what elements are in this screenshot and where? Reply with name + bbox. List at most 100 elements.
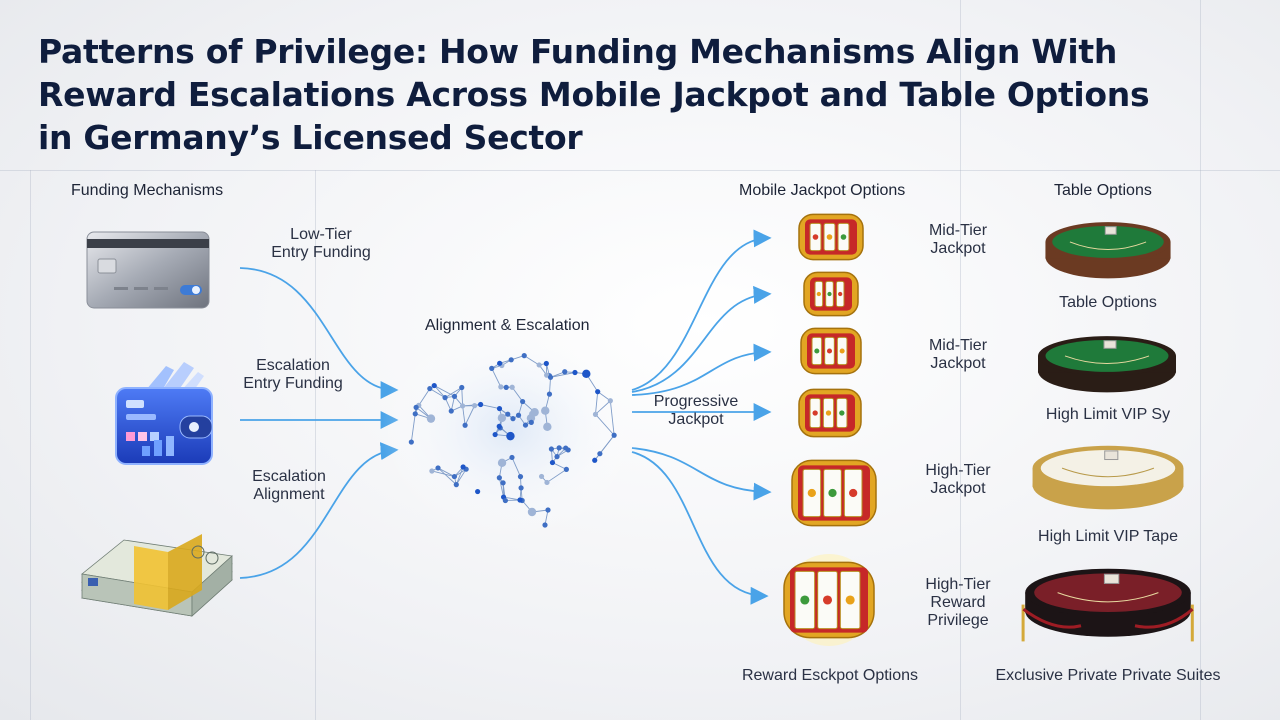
escalation-funding-label: Escalation Entry Funding — [243, 357, 343, 392]
credit-card-icon — [86, 231, 210, 309]
arrow-high — [631, 447, 772, 501]
brain-node — [563, 445, 569, 451]
brain-node — [597, 451, 603, 457]
brain-node — [542, 522, 548, 528]
brain-node — [517, 474, 524, 480]
high-limit-vip-tape-label: High Limit VIP Tape — [1038, 528, 1178, 545]
brain-node — [503, 384, 509, 391]
brain-node — [592, 457, 598, 463]
brain-node — [497, 360, 503, 366]
brain-node — [543, 422, 552, 432]
brain-link — [498, 477, 504, 498]
cash-bundle-icon — [72, 528, 234, 620]
brain-link — [433, 385, 446, 398]
high-limit-vip-sy-label: High Limit VIP Sy — [1045, 406, 1171, 423]
brain-node — [471, 403, 478, 409]
network-brain-icon — [408, 353, 617, 528]
casino-table-icon — [1040, 210, 1176, 286]
brain-node — [508, 357, 514, 363]
brain-node — [497, 458, 507, 468]
brain-link — [523, 355, 540, 366]
brain-node — [435, 465, 441, 471]
brain-link — [418, 388, 431, 406]
page-title: Patterns of Privilege: How Funding Mecha… — [38, 32, 1150, 157]
brain-link — [431, 470, 455, 478]
funding-mechanisms-header: Funding Mechanisms — [71, 182, 224, 199]
brain-node — [489, 365, 495, 371]
brain-link — [437, 467, 457, 485]
brain-link — [511, 457, 521, 477]
brain-node — [528, 419, 534, 425]
digital-wallet-icon — [110, 360, 216, 472]
brain-node — [500, 480, 506, 486]
brain-link — [429, 388, 446, 398]
brain-node — [413, 404, 419, 410]
brain-node — [498, 384, 504, 390]
brain-node — [460, 464, 466, 470]
brain-node — [509, 384, 515, 390]
arrow-low-tier — [239, 267, 399, 399]
brain-link — [437, 467, 455, 477]
brain-link — [464, 405, 475, 426]
brain-node — [582, 369, 591, 379]
brain-node — [538, 473, 545, 480]
brain-node — [536, 362, 542, 368]
brain-link — [546, 468, 567, 483]
brain-node — [518, 485, 524, 491]
arrow-slot2 — [631, 285, 772, 393]
brain-node — [451, 473, 458, 480]
arrow-mid1 — [631, 229, 772, 391]
brain-node — [475, 488, 481, 495]
brain-node — [427, 385, 433, 392]
brain-node — [412, 411, 418, 417]
table-options-label: Table Options — [1059, 294, 1157, 311]
brain-node — [442, 395, 448, 401]
brain-node — [515, 412, 522, 418]
brain-node — [544, 372, 550, 378]
brain-node — [431, 382, 437, 389]
table-options-header: Table Options — [1054, 182, 1152, 199]
slot-machine-icon — [795, 212, 867, 262]
low-tier-funding-label: Low-Tier Entry Funding — [271, 226, 371, 261]
brain-link — [444, 387, 463, 398]
brain-node — [554, 454, 560, 460]
brain-node — [502, 497, 508, 504]
mobile-jackpot-header: Mobile Jackpot Options — [739, 182, 906, 199]
brain-node — [478, 401, 484, 408]
escalation-alignment-label: Escalation Alignment — [252, 468, 326, 503]
brain-node — [505, 411, 511, 417]
high-tier-reward-privilege-label: High-Tier Reward Privilege — [925, 576, 991, 629]
brain-node — [510, 416, 516, 422]
casino-table-icon — [1032, 324, 1182, 400]
brain-link — [595, 400, 611, 415]
brain-node — [460, 403, 466, 409]
brain-link — [461, 387, 464, 406]
brain-node — [527, 507, 537, 517]
brain-node — [548, 446, 555, 452]
brain-node — [429, 468, 435, 474]
brain-node — [521, 353, 527, 359]
brain-node — [497, 413, 507, 423]
slot-machine-icon — [770, 554, 888, 646]
brain-node — [556, 445, 562, 451]
brain-node — [541, 406, 550, 415]
brain-node — [607, 398, 613, 404]
brain-link — [491, 368, 502, 388]
brain-node — [522, 422, 529, 428]
brain-link — [462, 405, 466, 426]
brain-node — [496, 423, 502, 429]
brain-node — [520, 398, 526, 405]
exclusive-private-suites-label: Exclusive Private Private Suites — [995, 667, 1221, 684]
slot-machine-icon — [800, 270, 862, 318]
brain-node — [496, 405, 503, 412]
brain-node — [562, 369, 568, 375]
brain-node — [459, 384, 465, 391]
brain-node — [549, 459, 556, 466]
brain-node — [572, 369, 578, 376]
arrow-alignment — [239, 442, 399, 579]
brain-node — [592, 411, 599, 417]
brain-node — [595, 389, 601, 395]
brain-node — [496, 475, 502, 481]
brain-node — [426, 414, 436, 423]
